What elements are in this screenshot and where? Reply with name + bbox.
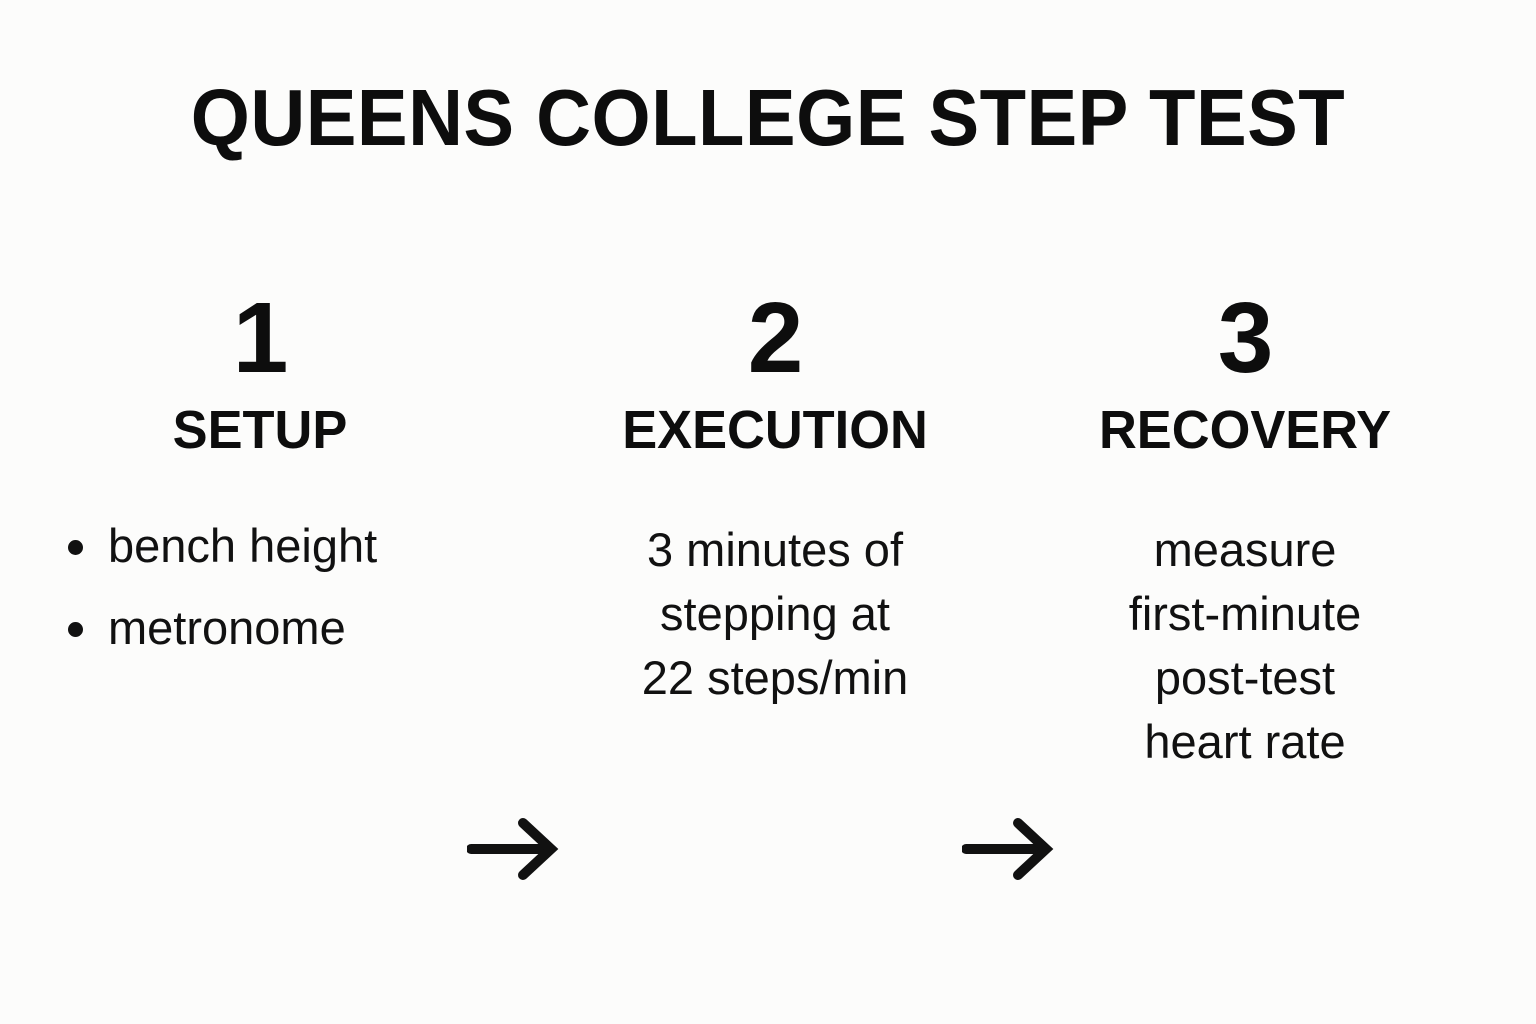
step-body-setup: bench height metronome: [50, 518, 470, 656]
list-item-label: metronome: [108, 601, 346, 654]
page-title: QUEENS COLLEGE STEP TEST: [190, 73, 1346, 162]
step-number-1: 1: [232, 282, 289, 394]
step-column-setup: 1 SETUP bench height metronome: [50, 286, 470, 656]
body-line: heart rate: [1144, 715, 1346, 768]
step-heading-execution: EXECUTION: [622, 400, 928, 460]
step-body-execution: 3 minutes of stepping at 22 steps/min: [565, 518, 985, 710]
body-line: measure: [1153, 523, 1337, 576]
steps-row: 1 SETUP bench height metronome: [0, 286, 1536, 880]
arrow-right-icon-2: [962, 813, 1058, 885]
step-heading-setup: SETUP: [172, 400, 348, 460]
list-item: bench height: [68, 518, 470, 574]
step-column-execution: 2 EXECUTION 3 minutes of stepping at 22 …: [565, 286, 985, 710]
step-number-2: 2: [747, 282, 804, 394]
step-number-3: 3: [1217, 282, 1274, 394]
body-line: 3 minutes of: [646, 523, 904, 576]
bullet-dot-icon: [68, 622, 83, 637]
body-line: first-minute: [1128, 587, 1362, 640]
arrow-right-icon: [467, 818, 559, 880]
body-line: stepping at: [660, 587, 890, 640]
step-heading-recovery: RECOVERY: [1098, 400, 1392, 460]
step-body-recovery: measure first-minute post-test heart rat…: [1035, 518, 1455, 774]
body-line: post-test: [1154, 651, 1336, 704]
arrow-right-icon-1: [467, 813, 563, 885]
bullet-dot-icon: [68, 540, 83, 555]
step-column-recovery: 3 RECOVERY measure first-minute post-tes…: [1035, 286, 1455, 774]
setup-bullet-list: bench height metronome: [50, 518, 470, 656]
body-line: 22 steps/min: [641, 651, 909, 704]
list-item: metronome: [68, 600, 470, 656]
list-item-label: bench height: [108, 519, 378, 572]
arrow-right-icon: [962, 818, 1054, 880]
